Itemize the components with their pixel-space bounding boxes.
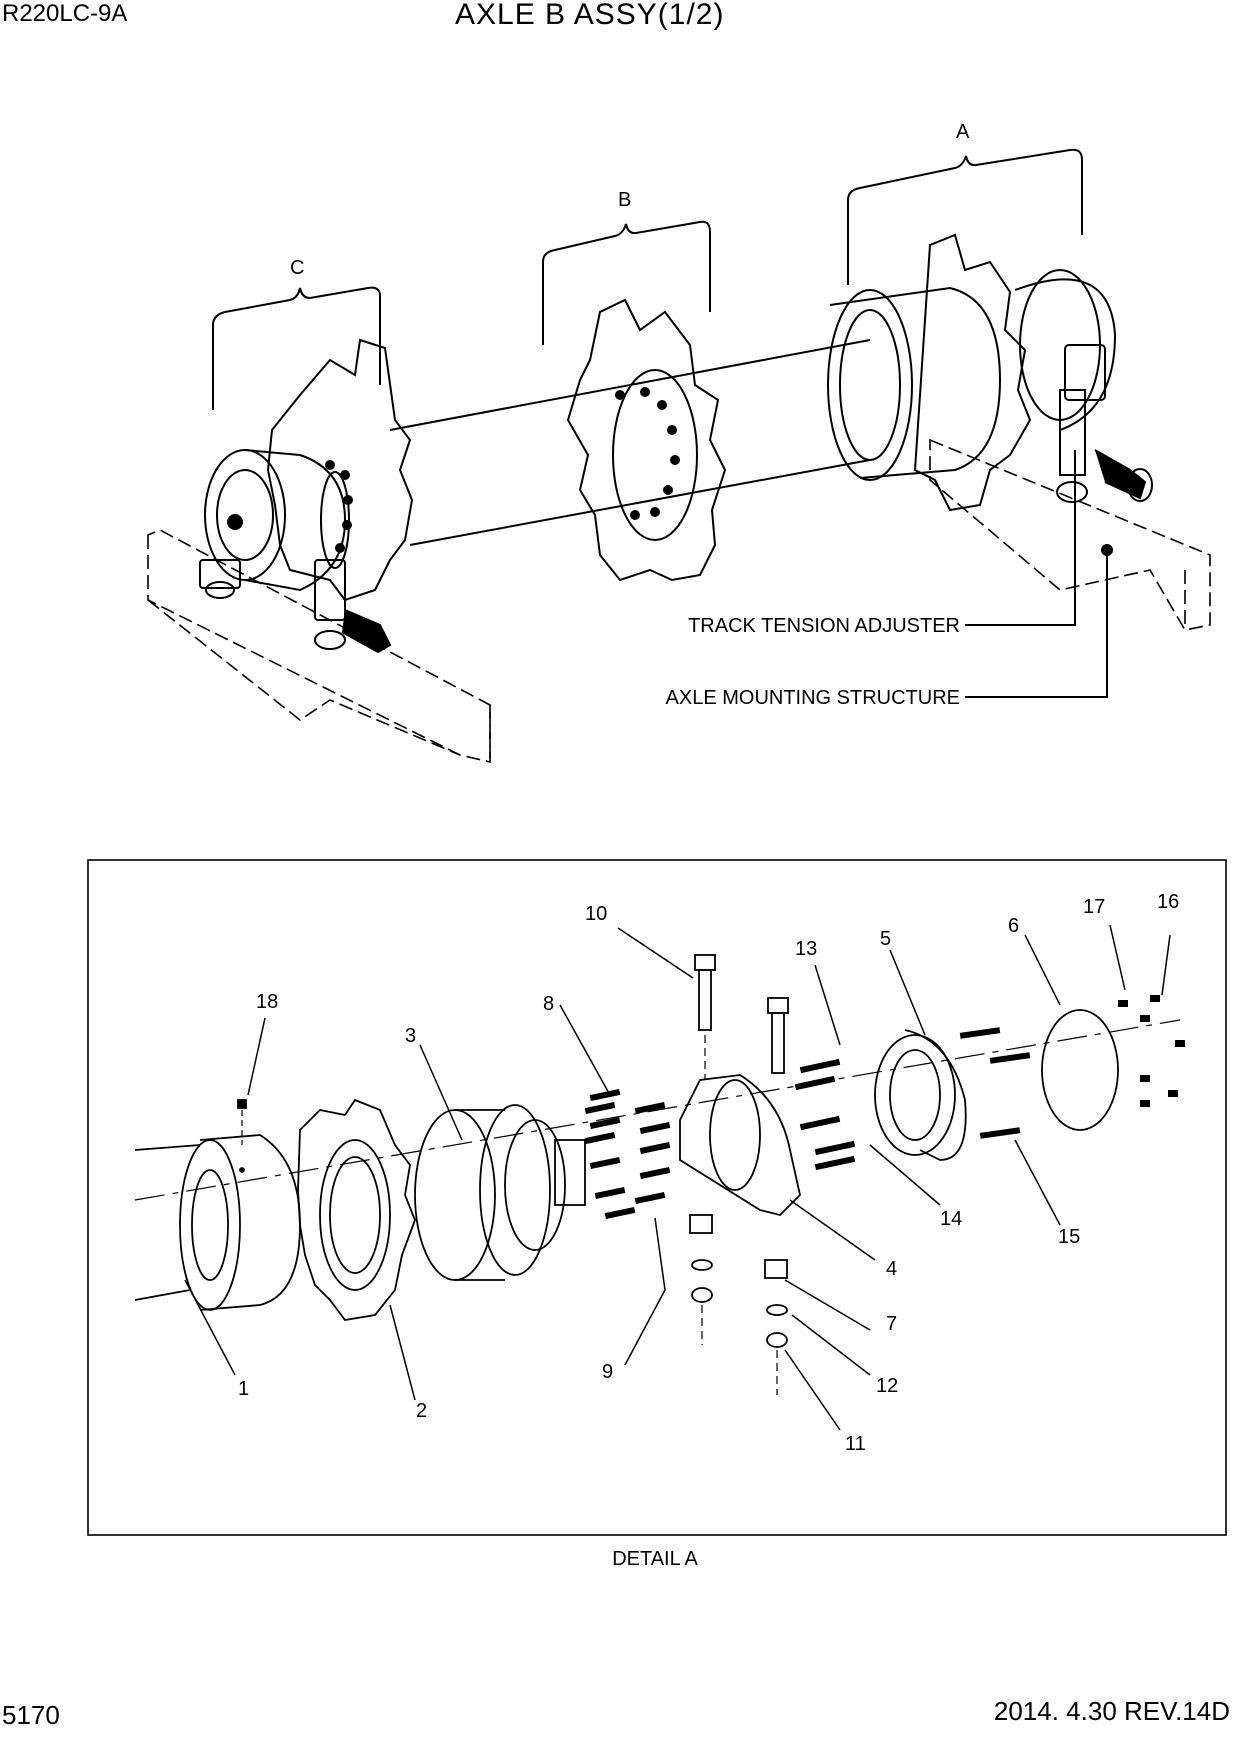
part-label-10: 10 bbox=[585, 903, 607, 925]
part-label-9: 9 bbox=[602, 1361, 613, 1383]
part-label-12: 12 bbox=[876, 1375, 898, 1397]
part-label-5: 5 bbox=[880, 928, 891, 950]
part-label-16: 16 bbox=[1157, 891, 1179, 913]
sprocket-a bbox=[913, 233, 1032, 512]
detail-caption: DETAIL A bbox=[612, 1548, 698, 1570]
shaft-bottom-edge bbox=[409, 459, 871, 546]
mounting-structure-dashed bbox=[147, 438, 1211, 764]
part-label-8: 8 bbox=[543, 993, 554, 1015]
part-5-housing bbox=[904, 1029, 967, 1161]
bearing-housing-a bbox=[829, 286, 1002, 479]
part-label-7: 7 bbox=[886, 1313, 897, 1335]
bracket-b bbox=[542, 220, 711, 345]
sprocket-b bbox=[566, 298, 727, 582]
part-1-bearing bbox=[179, 1139, 241, 1311]
detail-frame bbox=[87, 859, 1227, 1536]
bolts-13-14-15 bbox=[794, 1027, 1031, 1171]
part-6-cover bbox=[1041, 1009, 1119, 1131]
bolts-8-9 bbox=[584, 1088, 671, 1220]
bolts-16-17 bbox=[1118, 995, 1185, 1107]
part-label-1: 1 bbox=[238, 1378, 249, 1400]
page-title: AXLE B ASSY(1/2) bbox=[455, 0, 725, 31]
group-a-label: A bbox=[956, 121, 970, 143]
part-4-bracket bbox=[679, 1074, 801, 1216]
overview-illustration bbox=[147, 148, 1211, 764]
part-3-motor bbox=[414, 1109, 496, 1281]
page-number: 5170 bbox=[2, 1700, 60, 1730]
track-tension-adjuster-label: TRACK TENSION ADJUSTER bbox=[688, 615, 960, 637]
part-label-11: 11 bbox=[845, 1433, 866, 1455]
part-label-14: 14 bbox=[940, 1208, 962, 1230]
revision-date: 2014. 4.30 REV.14D bbox=[993, 1696, 1230, 1726]
model-code: R220LC-9A bbox=[2, 0, 128, 27]
part-label-6: 6 bbox=[1008, 915, 1019, 937]
part-7-washer bbox=[689, 1214, 713, 1234]
axle-mounting-structure-label: AXLE MOUNTING STRUCTURE bbox=[666, 687, 960, 709]
part-labels: 1 2 3 4 5 6 7 8 9 10 11 12 13 14 15 16 1… bbox=[238, 891, 1179, 1455]
part-leaders bbox=[184, 924, 1171, 1431]
part-label-2: 2 bbox=[416, 1400, 427, 1422]
bracket-a bbox=[847, 148, 1083, 285]
part-label-15: 15 bbox=[1058, 1226, 1080, 1248]
part-label-3: 3 bbox=[405, 1025, 416, 1047]
part-2-sprocket bbox=[297, 1098, 416, 1321]
group-b-label: B bbox=[618, 189, 631, 211]
part-10-bolt-head bbox=[694, 954, 716, 971]
bracket-c bbox=[212, 286, 381, 410]
part-label-13: 13 bbox=[795, 938, 817, 960]
group-c-label: C bbox=[290, 257, 304, 279]
part-label-17: 17 bbox=[1083, 896, 1105, 918]
sprocket-c bbox=[266, 338, 414, 602]
part-label-4: 4 bbox=[886, 1258, 897, 1280]
detail-illustration bbox=[134, 954, 1185, 1395]
part-label-18: 18 bbox=[256, 991, 278, 1013]
